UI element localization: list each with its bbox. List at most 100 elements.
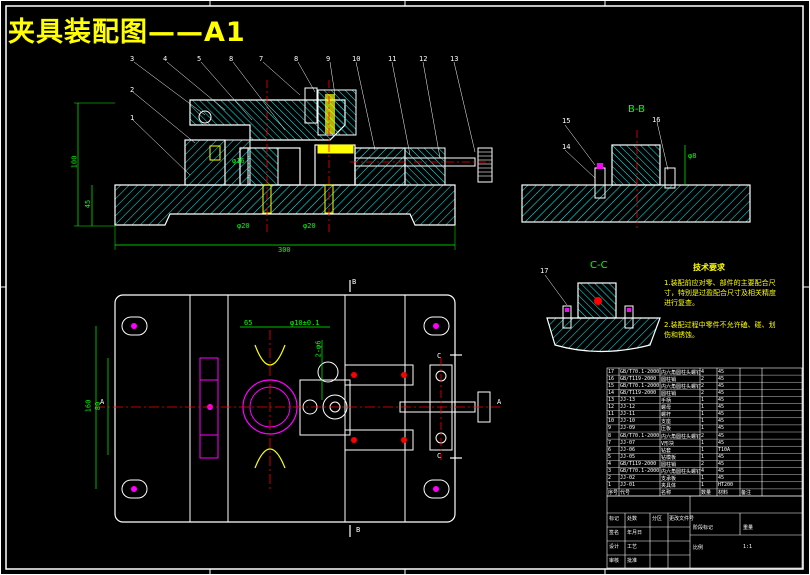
bom-cell: 45 (718, 404, 725, 411)
slot-centers (131, 323, 439, 492)
callout-14: 14 (562, 143, 571, 151)
bom-cell: V形块 (661, 440, 675, 447)
bom-cell: 钻模板 (661, 454, 677, 461)
bom-cell: 内六角圆柱头螺钉 (661, 383, 702, 390)
bom-cell: 内六角圆柱头螺钉 (661, 369, 702, 376)
bom-cell: 2 (701, 375, 705, 382)
cc-hole (594, 297, 602, 305)
bom-cell: GB/T70.1-2000 (620, 432, 660, 439)
bom-cell: 45 (718, 382, 725, 389)
part-number-1: 3 (130, 55, 135, 63)
bom-cell: 13 (608, 396, 615, 403)
plan-view (95, 280, 500, 537)
bom-cell: 5 (608, 453, 612, 460)
leaders (132, 61, 476, 176)
bom-cell: 3 (608, 468, 612, 475)
bom-cell: 16 (608, 375, 615, 382)
titleblock-cell: 比例 (693, 545, 704, 551)
bom-cell: GB/T70.1-2000 (620, 368, 660, 375)
bom-header-cell: 名称 (661, 490, 672, 497)
bom-cell: GB/T119-2000 (620, 389, 657, 396)
bom-cell: 4 (701, 368, 705, 375)
bom-cell: 45 (718, 475, 725, 482)
titleblock-cell: 阶段标记 (693, 525, 714, 531)
titleblock-cell: 更改文件号 (669, 516, 695, 522)
bom-cell: 45 (718, 439, 725, 446)
titleblock-cell: 标记 (609, 516, 620, 522)
v-block-top (317, 144, 354, 154)
part-number-10: 12 (419, 55, 428, 63)
titleblock-cell: 分区 (652, 516, 663, 522)
fork-top (254, 344, 286, 366)
bom-cell: 2 (701, 389, 705, 396)
bom-cell: 压板 (661, 426, 672, 433)
bom-cell: 1 (701, 446, 705, 453)
bom-cell: JJ-01 (620, 482, 636, 489)
slide-top (344, 364, 414, 386)
bom-cell: 2 (701, 460, 705, 467)
part-number-3: 5 (197, 55, 202, 63)
part-number-7: 9 (326, 55, 331, 63)
bom-cell: GB/T70.1-2000 (620, 468, 660, 475)
bom-cell: 15 (608, 382, 615, 389)
bb-pin (664, 167, 676, 189)
titleblock-cell: 批准 (627, 558, 638, 564)
bom-cell: 4 (701, 468, 705, 475)
bom-cell: 45 (718, 368, 725, 375)
titleblock-cell: 签名 (609, 530, 620, 536)
bom-cell: 内六角圆柱头螺钉 (661, 469, 702, 476)
side-a2-label: A (497, 398, 502, 406)
bom-cell: GB/T119-2000 (620, 460, 657, 467)
bom-cell: 1 (701, 453, 705, 460)
drawing-title: 夹具装配图——A1 (8, 17, 246, 48)
bom-header-cell: 材料 (718, 490, 729, 497)
titleblock-cell: 重量 (743, 525, 754, 531)
title-block (606, 495, 803, 569)
bom-cell: JJ-13 (620, 396, 636, 403)
bom-cell: 1 (701, 482, 705, 489)
bom-cell: 45 (718, 453, 725, 460)
part-number-2: 4 (163, 55, 168, 63)
requirement-1: 1.装配前应对零、部件的主要配合尺寸，特别是过盈配合尺寸及相关精度进行复查。 (664, 279, 776, 307)
plan-w2-label: φ10±0.1 (290, 319, 320, 327)
set-screw (209, 145, 221, 161)
part-number-9: 11 (388, 55, 397, 63)
b-bot-label: B (356, 526, 361, 534)
dim-length-label: 300 (278, 246, 291, 254)
bom-header-cell: 备注 (741, 490, 752, 497)
bb-block (611, 144, 661, 186)
part-number-6: 8 (294, 55, 299, 63)
bom-cell: 9 (608, 425, 612, 432)
bom-cell: 45 (718, 425, 725, 432)
bom-cell: 圆柱销 (661, 376, 677, 383)
section-cc-title: C-C (590, 260, 608, 271)
bom-cell: 10 (608, 418, 615, 425)
cc-body (546, 317, 661, 353)
pin-left (198, 110, 212, 124)
part-number-4: 8 (229, 55, 234, 63)
bush-insert (325, 94, 335, 134)
dim-d3-label: φ20 (303, 222, 316, 230)
left-support (184, 139, 226, 186)
bom-cell: 45 (718, 460, 725, 467)
callout-15: 15 (562, 117, 571, 125)
bom-cell: 8 (608, 432, 612, 439)
bom-cell: 螺杆 (661, 412, 672, 419)
bom-cell: 45 (718, 389, 725, 396)
plan-base (114, 294, 456, 523)
bom-cell: 螺母 (661, 405, 672, 412)
bom-cell: 4 (608, 460, 612, 467)
bom-cell: JJ-09 (620, 425, 636, 432)
part-number-8: 10 (352, 55, 361, 63)
bom-cell: 1 (701, 411, 705, 418)
bom-cell: 11 (608, 411, 615, 418)
bom-header-cell: 数量 (701, 490, 712, 497)
titleblock-cell: 处数 (627, 516, 638, 522)
b-top-label: B (352, 278, 357, 286)
bom-cell: 45 (718, 432, 725, 439)
bom-cell: 内六角圆柱头螺钉 (661, 433, 702, 440)
bom-cell: GB/T119-2000 (620, 375, 657, 382)
plan-w1-label: 65 (244, 319, 253, 327)
bom-cell: 手柄 (661, 397, 672, 404)
